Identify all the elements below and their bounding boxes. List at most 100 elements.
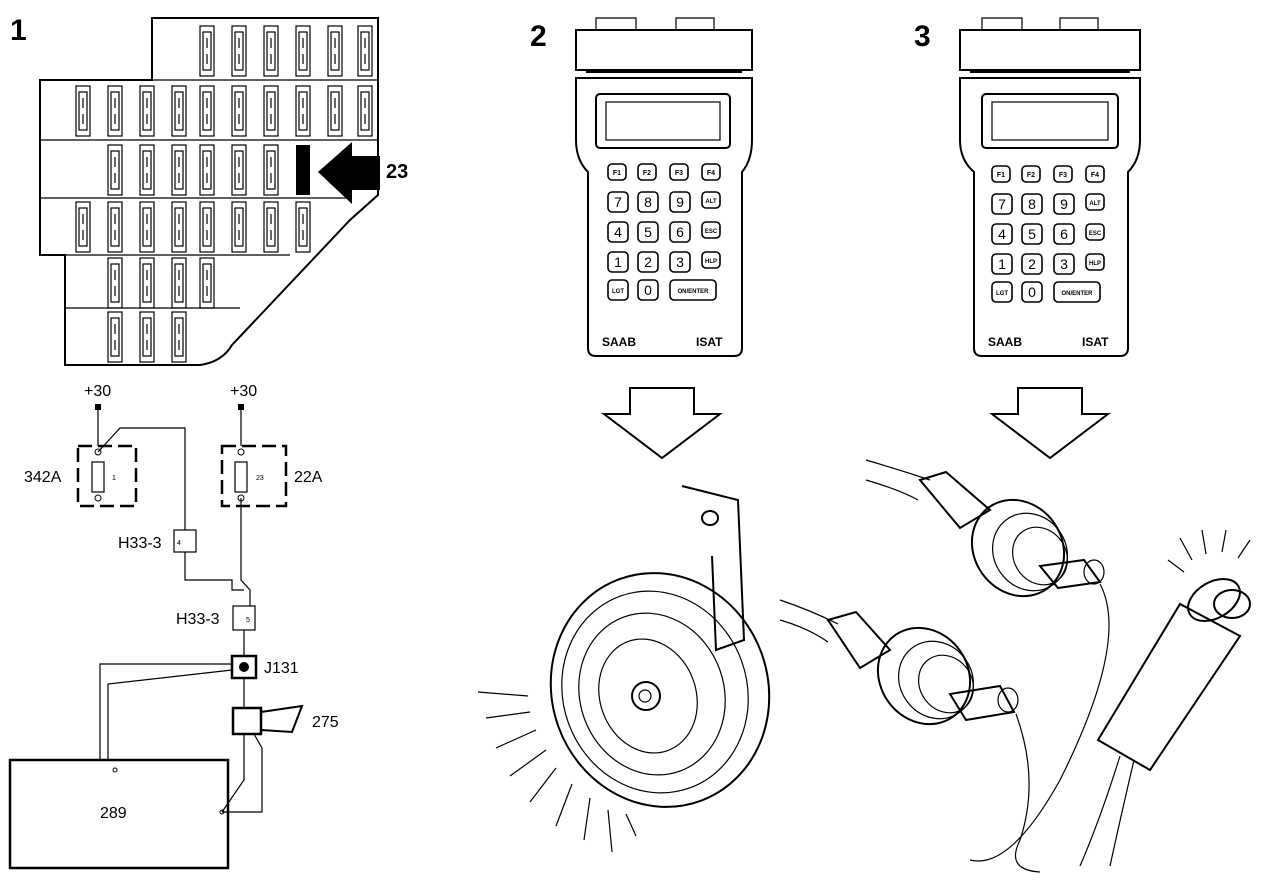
tester-2-key (607, 191, 629, 213)
tester-3-key (1053, 165, 1073, 183)
tester-3-key-label: LGT (996, 291, 1008, 297)
fuse-a-label: 342A (24, 469, 62, 486)
tester-3-key (1085, 223, 1105, 241)
tester-2-key-label: 8 (644, 194, 652, 210)
tester-2-key (669, 163, 689, 181)
panel-number-2: 2 (530, 20, 547, 53)
tester-3-key (1085, 165, 1105, 183)
tester-2-key-label: 5 (644, 224, 652, 240)
tester-2-key (701, 163, 721, 181)
tester-2-key (637, 251, 659, 273)
tester-3-key (991, 193, 1013, 215)
tester-3-key (1021, 165, 1041, 183)
tester-2-key (669, 191, 691, 213)
tester-3-key-label: 3 (1060, 256, 1068, 272)
tester-2-key-label: 6 (676, 224, 684, 240)
horn-illustration (477, 485, 771, 853)
panel-number-3: 3 (914, 20, 931, 53)
tester-3-key (991, 253, 1013, 275)
tester-2-key-label: 0 (644, 282, 652, 298)
tester-3-model: ISAT (1082, 335, 1109, 349)
tester-2-key (607, 279, 629, 301)
junction-label: J131 (264, 660, 299, 677)
panel-number-1: 1 (10, 14, 27, 47)
diagnostic-tester-2 (575, 17, 753, 357)
tester-3-key-label: 9 (1060, 196, 1068, 212)
tester-2-key (607, 163, 627, 181)
tester-3-key (1085, 193, 1105, 211)
tester-3-key-label: F4 (1091, 172, 1099, 179)
tester-2-key (607, 251, 629, 273)
fuse-box (39, 17, 379, 366)
connector-b-pin: 5 (246, 617, 250, 624)
fuse-arrow-label: 23 (386, 161, 408, 183)
tester-3-key (1021, 223, 1043, 245)
control-unit-label: 289 (100, 805, 127, 822)
tester-3-key-label: 8 (1028, 196, 1036, 212)
tester-2-key-label: F3 (675, 170, 683, 177)
tester-3-key (1021, 281, 1043, 303)
supply-label-b: +30 (230, 383, 257, 400)
tester-3-key-label: 7 (998, 196, 1006, 212)
tester-3-key-label: F3 (1059, 172, 1067, 179)
down-arrow-3 (989, 387, 1111, 460)
tester-3-key (1053, 193, 1075, 215)
diagnostic-tester-3 (959, 17, 1141, 357)
tester-3-key-label: 1 (998, 256, 1006, 272)
tester-3-brand: SAAB (988, 335, 1022, 349)
tester-2-key-label: F2 (643, 170, 651, 177)
fuse-b-number: 23 (256, 475, 264, 482)
connector-a-label: H33-3 (118, 535, 162, 552)
tester-2-key (701, 251, 721, 269)
horn-label: 275 (312, 714, 339, 731)
tester-3-key-label: F2 (1027, 172, 1035, 179)
tester-3-key-label: 0 (1028, 284, 1036, 300)
tester-3-key (991, 165, 1011, 183)
tester-3-key (1021, 193, 1043, 215)
tester-3-key (1021, 253, 1043, 275)
tester-3-keypad: F1 F2 F3 F4 7 8 9 ALT 4 5 6 ESC 1 2 3 HLP LGT 0 ON/ENTER (991, 165, 1105, 303)
fuse-b-label: 22A (294, 469, 323, 486)
tester-2-brand: SAAB (602, 335, 636, 349)
tester-3-key-label: F1 (997, 172, 1005, 179)
tester-3-key-label: 5 (1028, 226, 1036, 242)
tester-2-key (607, 221, 629, 243)
connector-b-label: H33-3 (176, 611, 220, 628)
tester-2-key-label: 4 (614, 224, 622, 240)
tester-2-key-label: F4 (707, 170, 715, 177)
tester-2-model: ISAT (696, 335, 723, 349)
tester-3-key (991, 281, 1013, 303)
wiring-schematic (8, 404, 304, 870)
tester-2-key-label: F1 (613, 170, 621, 177)
tester-2-key-label: 9 (676, 194, 684, 210)
connector-plugs-illustration (779, 459, 1251, 873)
tester-2-key-label: HLP (705, 259, 717, 265)
tester-3-key-label: 4 (998, 226, 1006, 242)
highlighted-fuse (296, 145, 310, 195)
tester-3-key (991, 223, 1013, 245)
tester-3-key-label: ESC (1089, 231, 1102, 237)
tester-3-key (1053, 281, 1101, 303)
tester-2-key (669, 251, 691, 273)
tester-3-key-label: HLP (1089, 261, 1101, 267)
tester-3-key-label: ALT (1089, 201, 1101, 207)
tester-2-key-label: LGT (612, 289, 624, 295)
tester-3-key-label: ON/ENTER (1061, 291, 1093, 297)
tester-2-key-label: 2 (644, 254, 652, 270)
tester-3-key (1085, 253, 1105, 271)
tester-3-key-label: 2 (1028, 256, 1036, 272)
tester-2-key (637, 279, 659, 301)
down-arrow-2 (601, 387, 723, 460)
tester-3-key (1053, 253, 1075, 275)
tester-3-key-label: 6 (1060, 226, 1068, 242)
tester-2-key (669, 279, 717, 301)
tester-2-key-label: 1 (614, 254, 622, 270)
fuse-a-number: 1 (112, 475, 116, 482)
tester-2-key (637, 221, 659, 243)
tester-2-key-label: ESC (705, 229, 718, 235)
tester-2-key (669, 221, 691, 243)
pointer-arrow (318, 142, 380, 204)
supply-label-a: +30 (84, 383, 111, 400)
